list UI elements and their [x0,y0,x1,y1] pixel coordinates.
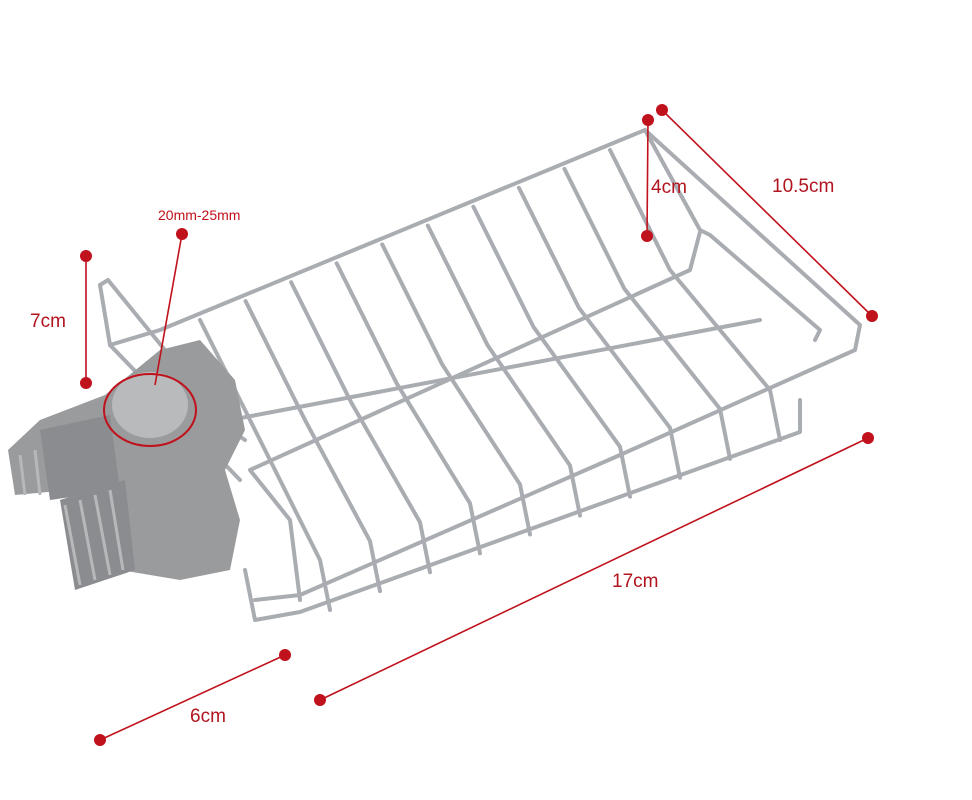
wire-basket [98,128,862,622]
basket-rib [334,261,482,556]
basket-rib [243,299,382,594]
basket-rib [562,166,732,461]
dimension-annotations: 10.5cm 4cm 7cm 20mm-25mm 17cm 6cm [30,104,878,746]
basket-rib [608,148,782,442]
dim-pipe-diameter-label: 20mm-25mm [158,207,240,223]
basket-rib [516,185,682,480]
basket-rib [380,242,532,537]
faucet-clamp [8,340,245,590]
dim-clamp-depth-label: 6cm [190,706,226,727]
dim-length-label: 17cm [612,571,658,592]
dim-height-label: 4cm [651,177,687,198]
dim-clamp-height-label: 7cm [30,311,66,332]
basket-rib [471,204,632,499]
basket-rib [425,223,582,518]
dim-width-label: 10.5cm [772,176,834,197]
basket-rib [289,280,432,575]
